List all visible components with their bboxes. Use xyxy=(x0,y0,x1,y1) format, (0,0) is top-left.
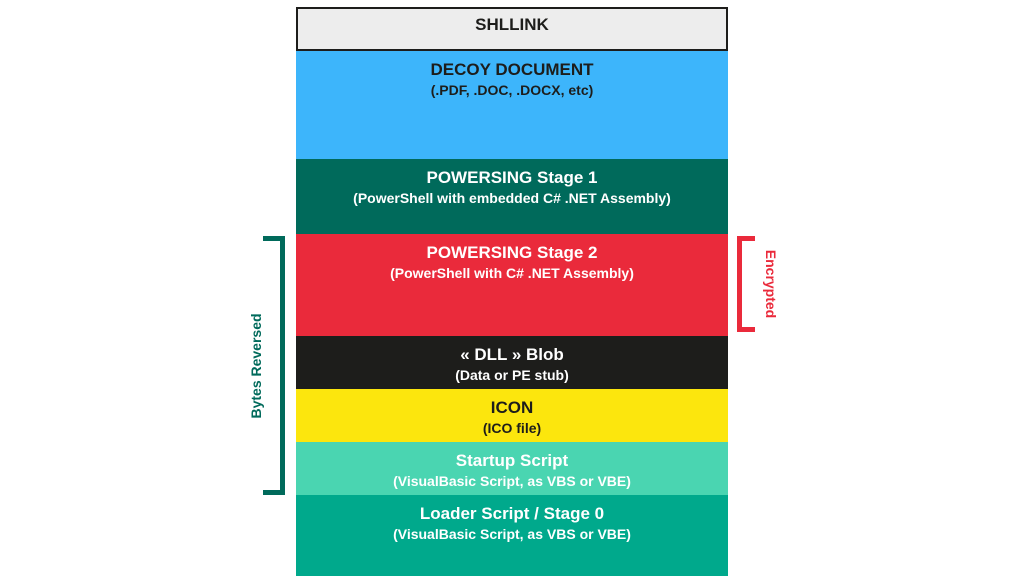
block-icon-subtitle: (ICO file) xyxy=(482,420,542,436)
block-decoy-document: DECOY DOCUMENT (.PDF, .DOC, .DOCX, etc) xyxy=(296,51,728,159)
block-stage2-title: POWERSING Stage 2 xyxy=(426,243,598,262)
block-shllink: SHLLINK xyxy=(296,7,728,51)
block-loader-title: Loader Script / Stage 0 xyxy=(419,504,605,523)
block-stage2-subtitle: (PowerShell with C# .NET Assembly) xyxy=(390,265,634,281)
encrypted-label: Encrypted xyxy=(763,249,779,319)
block-decoy-subtitle: (.PDF, .DOC, .DOCX, etc) xyxy=(430,82,594,98)
block-shllink-title: SHLLINK xyxy=(475,15,549,34)
block-powersing-stage1: POWERSING Stage 1 (PowerShell with embed… xyxy=(296,159,728,234)
block-icon-title: ICON xyxy=(490,398,534,417)
bytes-reversed-label: Bytes Reversed xyxy=(248,313,264,419)
block-dll-blob: « DLL » Blob (Data or PE stub) xyxy=(296,336,728,389)
bytes-reversed-bracket xyxy=(263,236,285,495)
block-loader-script: Loader Script / Stage 0 (VisualBasic Scr… xyxy=(296,495,728,576)
block-stage1-title: POWERSING Stage 1 xyxy=(426,168,598,187)
block-dll-subtitle: (Data or PE stub) xyxy=(455,367,569,383)
block-icon: ICON (ICO file) xyxy=(296,389,728,442)
block-loader-subtitle: (VisualBasic Script, as VBS or VBE) xyxy=(393,526,631,542)
block-startup-script: Startup Script (VisualBasic Script, as V… xyxy=(296,442,728,495)
block-stage1-subtitle: (PowerShell with embedded C# .NET Assemb… xyxy=(353,190,671,206)
encrypted-bracket xyxy=(737,236,755,332)
block-startup-subtitle: (VisualBasic Script, as VBS or VBE) xyxy=(393,473,631,489)
block-dll-title: « DLL » Blob xyxy=(460,345,564,364)
block-powersing-stage2: POWERSING Stage 2 (PowerShell with C# .N… xyxy=(296,234,728,336)
block-startup-title: Startup Script xyxy=(455,451,569,470)
block-decoy-title: DECOY DOCUMENT xyxy=(430,60,594,79)
